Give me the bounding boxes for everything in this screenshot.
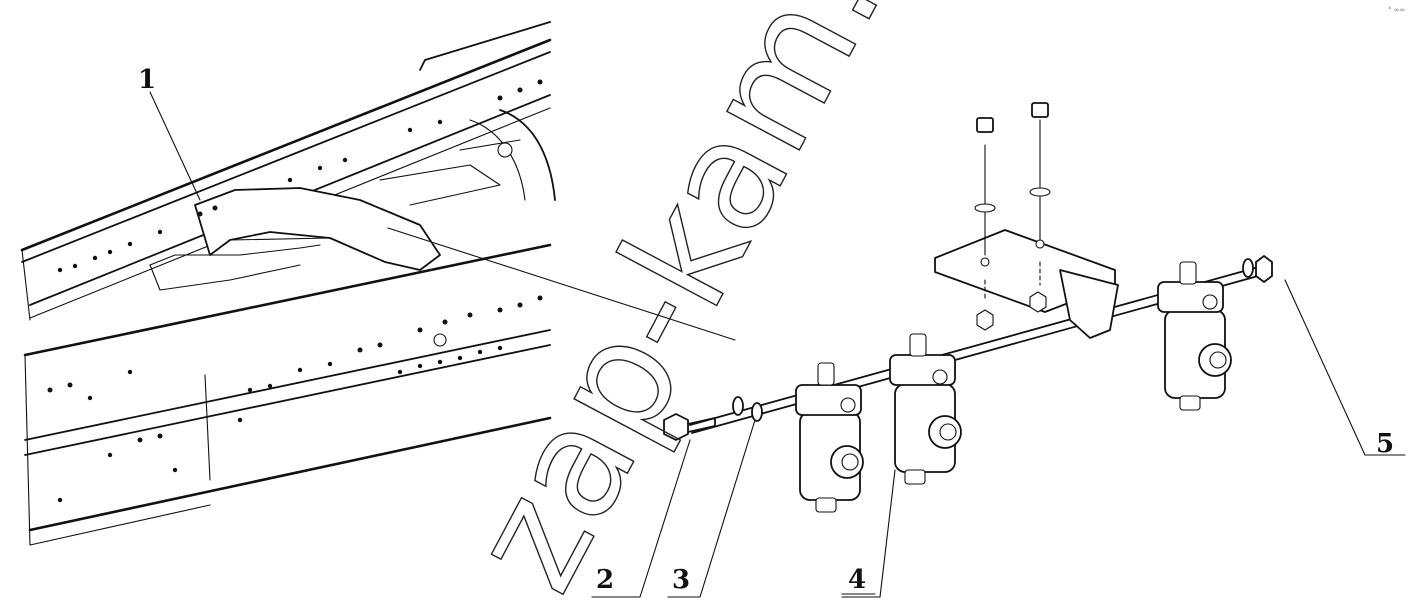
callout-4: 4 xyxy=(848,565,866,595)
leader-lines xyxy=(149,91,1406,598)
frame-assembly xyxy=(20,21,556,546)
valve-assembly xyxy=(663,102,1273,513)
callout-5: 5 xyxy=(1376,429,1394,459)
mounting-bracket xyxy=(934,102,1119,339)
callout-1: 1 xyxy=(138,65,156,95)
valve-body-1 xyxy=(795,362,864,513)
frame-rivets xyxy=(47,79,543,503)
washer xyxy=(732,396,763,422)
nut xyxy=(1242,255,1273,283)
callout-2: 2 xyxy=(596,565,614,595)
corner-mark: ° ∞∞ xyxy=(1388,6,1405,14)
valve-body-3 xyxy=(1157,261,1232,411)
callout-3: 3 xyxy=(672,565,690,595)
bolt xyxy=(663,413,716,441)
callout-labels: 1 2 3 4 5 xyxy=(138,65,1394,595)
frame-crossmember xyxy=(149,109,556,291)
valve xyxy=(889,333,962,485)
